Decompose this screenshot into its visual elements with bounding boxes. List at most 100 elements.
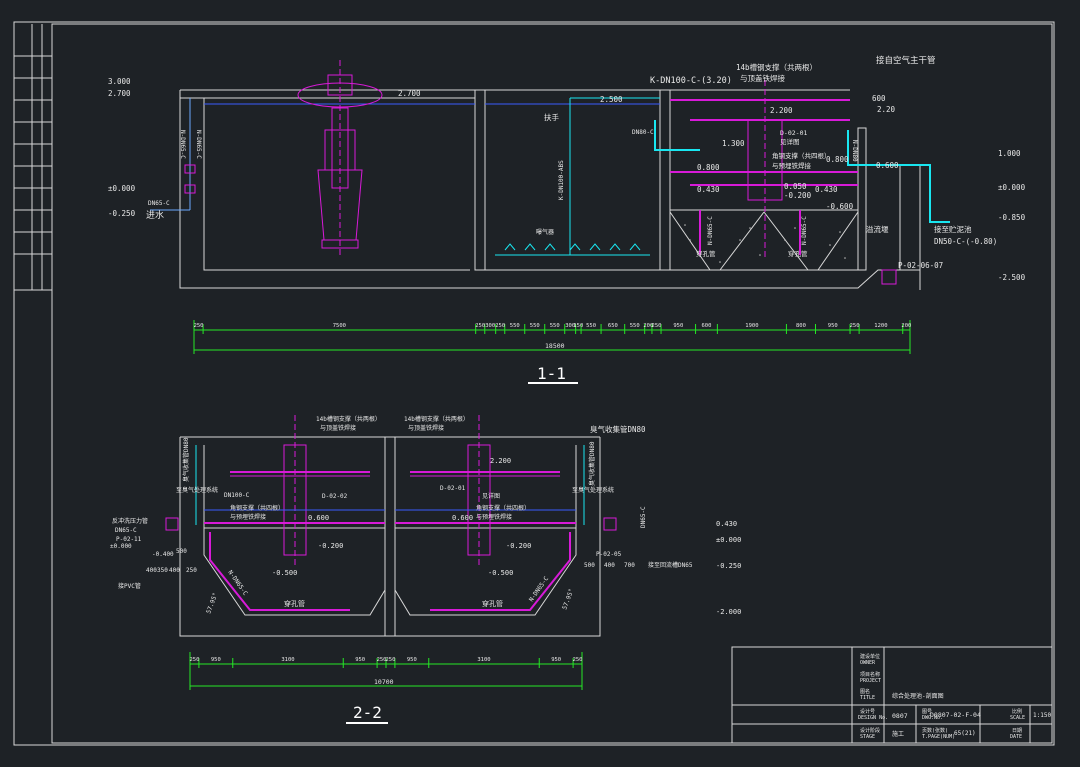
level-0050: 0.050: [784, 182, 807, 191]
section2-labels: 14b槽钢支撑（共两根） 与顶盖铁焊接 14b槽钢支撑（共两根） 与顶盖铁焊接 …: [110, 415, 741, 616]
dim1-label: 250: [652, 323, 662, 329]
level-2700-left: 2.700: [108, 89, 131, 98]
tb-row3-sub: TITLE: [860, 695, 875, 701]
dim2-label: 950: [407, 657, 417, 663]
level-0800b: 0.800: [826, 155, 849, 164]
tb-date-sub: DATE: [1010, 734, 1022, 740]
centre-cylinders-2: [165, 415, 617, 568]
tb-page-sub: T.PAGE(NUM): [922, 734, 955, 740]
level-220: 2.20: [877, 105, 896, 114]
angle-weld-label: 与预埋铁焊接: [772, 161, 812, 170]
section-1-title: 1-1: [537, 364, 566, 383]
angle-support-label: 角钢支撑（共四根）: [772, 151, 831, 160]
dim2-label: 3100: [281, 657, 294, 663]
level-m0250-right-s2: -0.250: [716, 562, 741, 570]
hopper-piping-2: [204, 471, 576, 611]
level-3000: 3.000: [108, 77, 131, 86]
tb-drawing-title: 综合处理池-剖面图: [892, 692, 944, 700]
support-b-label: 14b槽钢支撑（共两根）: [404, 415, 469, 423]
level-m0200b-s2: -0.200: [506, 542, 531, 550]
tb-row2-sub: PROJECT: [860, 678, 881, 684]
d0201b-label: 见详图: [780, 137, 800, 146]
dim1-label: 550: [550, 323, 560, 329]
dimension-row-1: [193, 320, 911, 354]
zxj-a-label: 穿孔管: [284, 599, 305, 608]
level-1300: 1.300: [722, 139, 745, 148]
total-dim-1: 18500: [545, 342, 565, 350]
tb-row1-label: 建设单位: [860, 653, 880, 660]
tb-dwgno-label: 图号: [922, 709, 932, 715]
level-m0500a-s2: -0.500: [272, 569, 297, 577]
level-0430-right-s2: 0.430: [716, 520, 737, 528]
level-m0850-right: -0.850: [998, 213, 1026, 222]
left-dim-c: 400: [169, 567, 180, 574]
right-dim-b: 400: [604, 562, 615, 569]
d0201b-label-s2: 见详图: [482, 492, 500, 500]
left-dim-a: 400: [146, 567, 157, 574]
dim1-label: 650: [608, 323, 618, 329]
n-pipe-c: N-DN80: [851, 140, 858, 162]
zxj-2: 穿孔管: [788, 249, 808, 258]
tb-row2-label: 项目名称: [860, 671, 880, 678]
air-pipe-label: 臭气收集管DN80: [590, 424, 646, 434]
inner-border: [51, 23, 1053, 744]
level-0430b: 0.430: [815, 185, 838, 194]
dn100-label: DN100-C: [224, 492, 250, 499]
level-m0250-left: -0.250: [108, 209, 136, 218]
angle-a2-label: 与预埋铁焊接: [230, 513, 266, 521]
aerators: [495, 97, 660, 256]
right-dim-c: 700: [624, 562, 635, 569]
surface-level-label: 2.700: [398, 89, 421, 98]
section1-labels: 3.000 2.700 ±0.000 -0.250 进水 DN65-C N-DN…: [108, 55, 1026, 282]
tb-dwgno-sub: DWG.No.: [922, 715, 943, 721]
total-dim-2: 10700: [374, 678, 394, 686]
d0201-label-s2: D-02-01: [440, 485, 466, 492]
tb-page: 65(21): [954, 730, 976, 737]
tb-row1-sub: OWNER: [860, 660, 876, 666]
dim2-label: 3100: [477, 657, 490, 663]
dim1-label: 200: [901, 323, 911, 329]
inlet-pipe-label: DN65-C: [148, 200, 170, 207]
level-m0500b-s2: -0.500: [488, 569, 513, 577]
level-2200: 2.200: [770, 106, 793, 115]
level-0000-left: ±0.000: [108, 184, 136, 193]
tb-row3-label: 图名: [860, 688, 870, 695]
level-m2000-right-s2: -2.000: [716, 608, 741, 616]
pump-1: [881, 269, 897, 285]
concrete-hatch: [684, 224, 846, 263]
binding-strip: [14, 24, 52, 291]
level-0800a: 0.800: [697, 163, 720, 172]
dim1-label: 550: [530, 323, 540, 329]
tb-stage: 施工: [892, 730, 904, 738]
support-a-label: 14b槽钢支撑（共两根）: [316, 415, 381, 423]
n-pipe-a: N-DN65-C: [707, 216, 714, 245]
left-num: 500: [176, 548, 187, 555]
mixer-equipment: [297, 60, 383, 258]
support-top-label: 14b槽钢支撑（共两根）: [736, 62, 817, 72]
dim1-label: 950: [828, 323, 838, 329]
k-pipe-label: K-DN100-C-(3.20): [650, 76, 732, 86]
dn-pipe-label: DN80-C: [632, 129, 654, 136]
inlet-pipe-1: [150, 98, 196, 211]
supports-1: [670, 80, 858, 260]
level-m0200a-s2: -0.200: [318, 542, 343, 550]
air-pipe-2: [195, 445, 585, 525]
tb-scale-label: 比例: [1012, 708, 1022, 715]
dim1-label: 200: [643, 323, 653, 329]
dim2-label: 950: [355, 657, 365, 663]
dim1-label: 7500: [333, 323, 346, 329]
support-a2-label: 与顶盖铁焊接: [320, 424, 356, 432]
dim2-label: 250: [573, 657, 583, 663]
level-0000-right: ±0.000: [998, 183, 1026, 192]
pump-label: P-02-06-07: [898, 261, 943, 270]
section-1-1: 3.000 2.700 ±0.000 -0.250 进水 DN65-C N-DN…: [108, 55, 1026, 384]
fushou-label: 扶手: [544, 112, 559, 122]
zxj-b-label: 穿孔管: [482, 599, 503, 608]
overflow-label: 溢流堰: [866, 224, 889, 234]
left-level-0000: ±0.000: [110, 543, 132, 550]
air-left-label: 至臭气处理系统: [176, 486, 218, 494]
level-m0600: -0.600: [826, 202, 854, 211]
dim1-label: 550: [510, 323, 520, 329]
